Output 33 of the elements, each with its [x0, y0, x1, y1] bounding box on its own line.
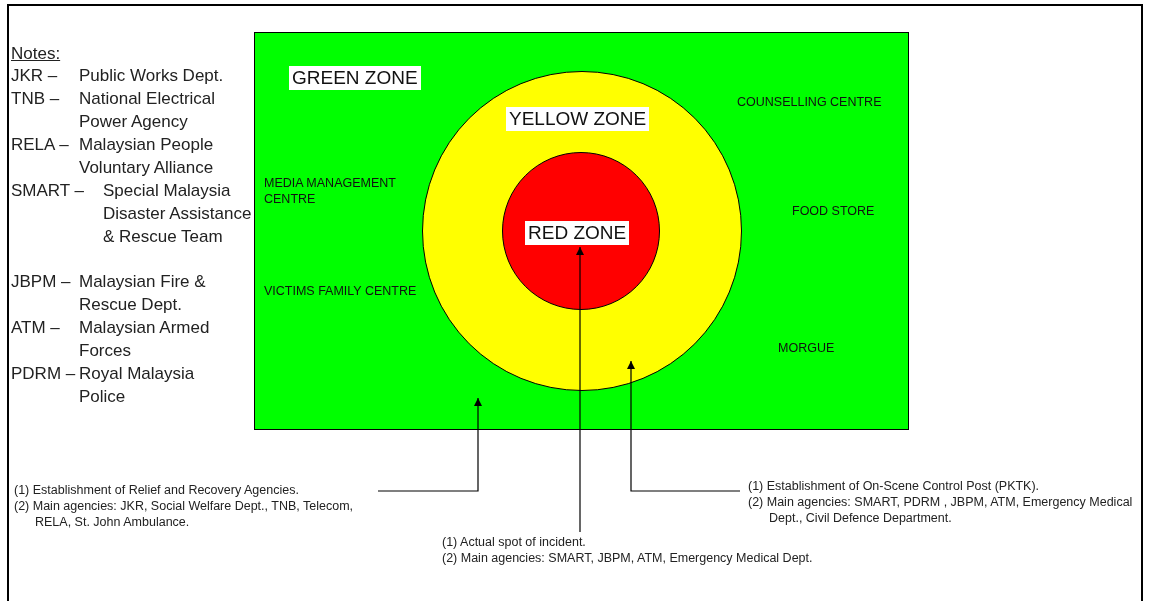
abbreviation: SMART – — [11, 180, 85, 202]
abbreviation-meaning: Royal Malaysia Police — [79, 363, 196, 408]
abbreviation: ATM – — [11, 317, 60, 339]
facility-label: FOOD STORE — [792, 203, 875, 219]
abbreviation-meaning: National Electrical Power Agency — [79, 88, 217, 133]
facility-label: MORGUE — [778, 340, 835, 356]
note-text: (1) Establishment of Relief and Recovery Agencies. — [14, 482, 300, 498]
abbreviation: RELA – — [11, 134, 69, 156]
note-text: (1) Establishment of On-Scene Control Post (PKTK). — [748, 478, 1041, 494]
arrow — [627, 360, 741, 492]
abbreviation: JKR – — [11, 65, 58, 87]
abbreviation: PDRM – — [11, 363, 76, 385]
abbreviation-meaning: Malaysian Armed Forces — [79, 317, 211, 362]
note-text: (2) Main agencies: JKR, Social Welfare Dept., TNB, Telecom, RELA, St. John Ambulance. — [14, 498, 355, 530]
abbreviation-meaning: Special Malaysia Disaster Assistance & Rescue Team — [103, 180, 253, 248]
abbreviation-meaning: Malaysian Fire & Rescue Dept. — [79, 271, 207, 316]
facility-label: COUNSELLING CENTRE — [737, 94, 882, 110]
arrow — [576, 246, 584, 533]
abbreviation: JBPM – — [11, 271, 71, 293]
abbreviation: TNB – — [11, 88, 60, 110]
zone-area — [254, 32, 909, 430]
note-text: (2) Main agencies: SMART, JBPM, ATM, Emergency Medical Dept. — [442, 550, 814, 566]
note-text: (1) Actual spot of incident. — [442, 534, 587, 550]
abbreviation-meaning: Public Works Dept. — [79, 65, 225, 87]
zone-label: GREEN ZONE — [289, 66, 421, 90]
facility-label: MEDIA MANAGEMENT CENTRE — [264, 175, 397, 207]
facility-label: VICTIMS FAMILY CENTRE — [264, 283, 417, 299]
abbreviation-meaning: Malaysian People Voluntary Alliance — [79, 134, 215, 179]
zone-label: RED ZONE — [525, 221, 630, 245]
note-text: (2) Main agencies: SMART, PDRM , JBPM, ATM, Emergency Medical Dept., Civil Defence Department. — [748, 494, 1134, 526]
arrow — [377, 397, 482, 492]
notes-heading: Notes: — [11, 43, 61, 65]
zone-label: YELLOW ZONE — [506, 107, 650, 131]
